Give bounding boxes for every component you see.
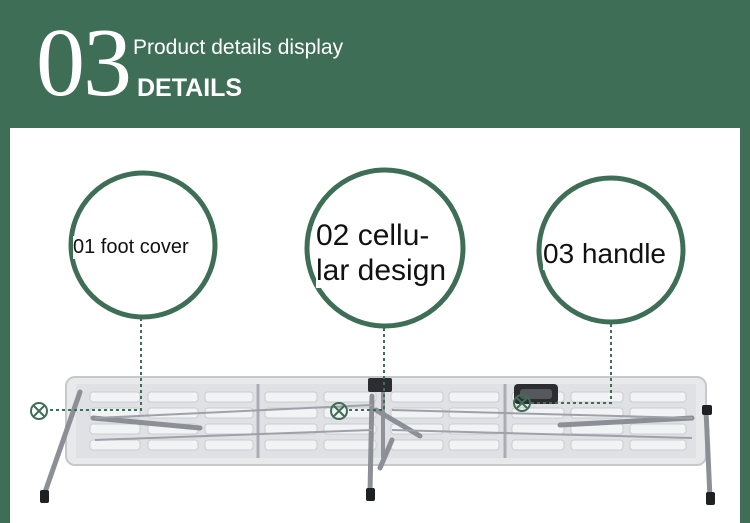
close-circle-icon xyxy=(513,394,531,412)
section-title: DETAILS xyxy=(137,74,243,102)
cellular-design-pattern xyxy=(89,391,687,451)
leader-lines xyxy=(47,318,612,411)
callout-label-line-1: 02 cellu- xyxy=(316,219,430,252)
callout-label-foot-cover: 01 foot cover xyxy=(73,236,189,259)
close-circle-icon xyxy=(30,402,48,420)
cross-braces xyxy=(94,404,693,441)
section-header: 03 Product details display DETAILS xyxy=(0,0,750,128)
foot-covers xyxy=(40,405,715,505)
section-subtitle: Product details display xyxy=(133,36,344,59)
callout-label-handle: 03 handle xyxy=(543,238,667,270)
close-circle-icon xyxy=(330,402,348,420)
section-number: 03 xyxy=(36,9,132,117)
callout-label-cellular-design: 02 cellu- lar design xyxy=(316,218,447,288)
center-latch xyxy=(368,378,392,392)
callout-label-line-2: lar design xyxy=(316,254,447,287)
